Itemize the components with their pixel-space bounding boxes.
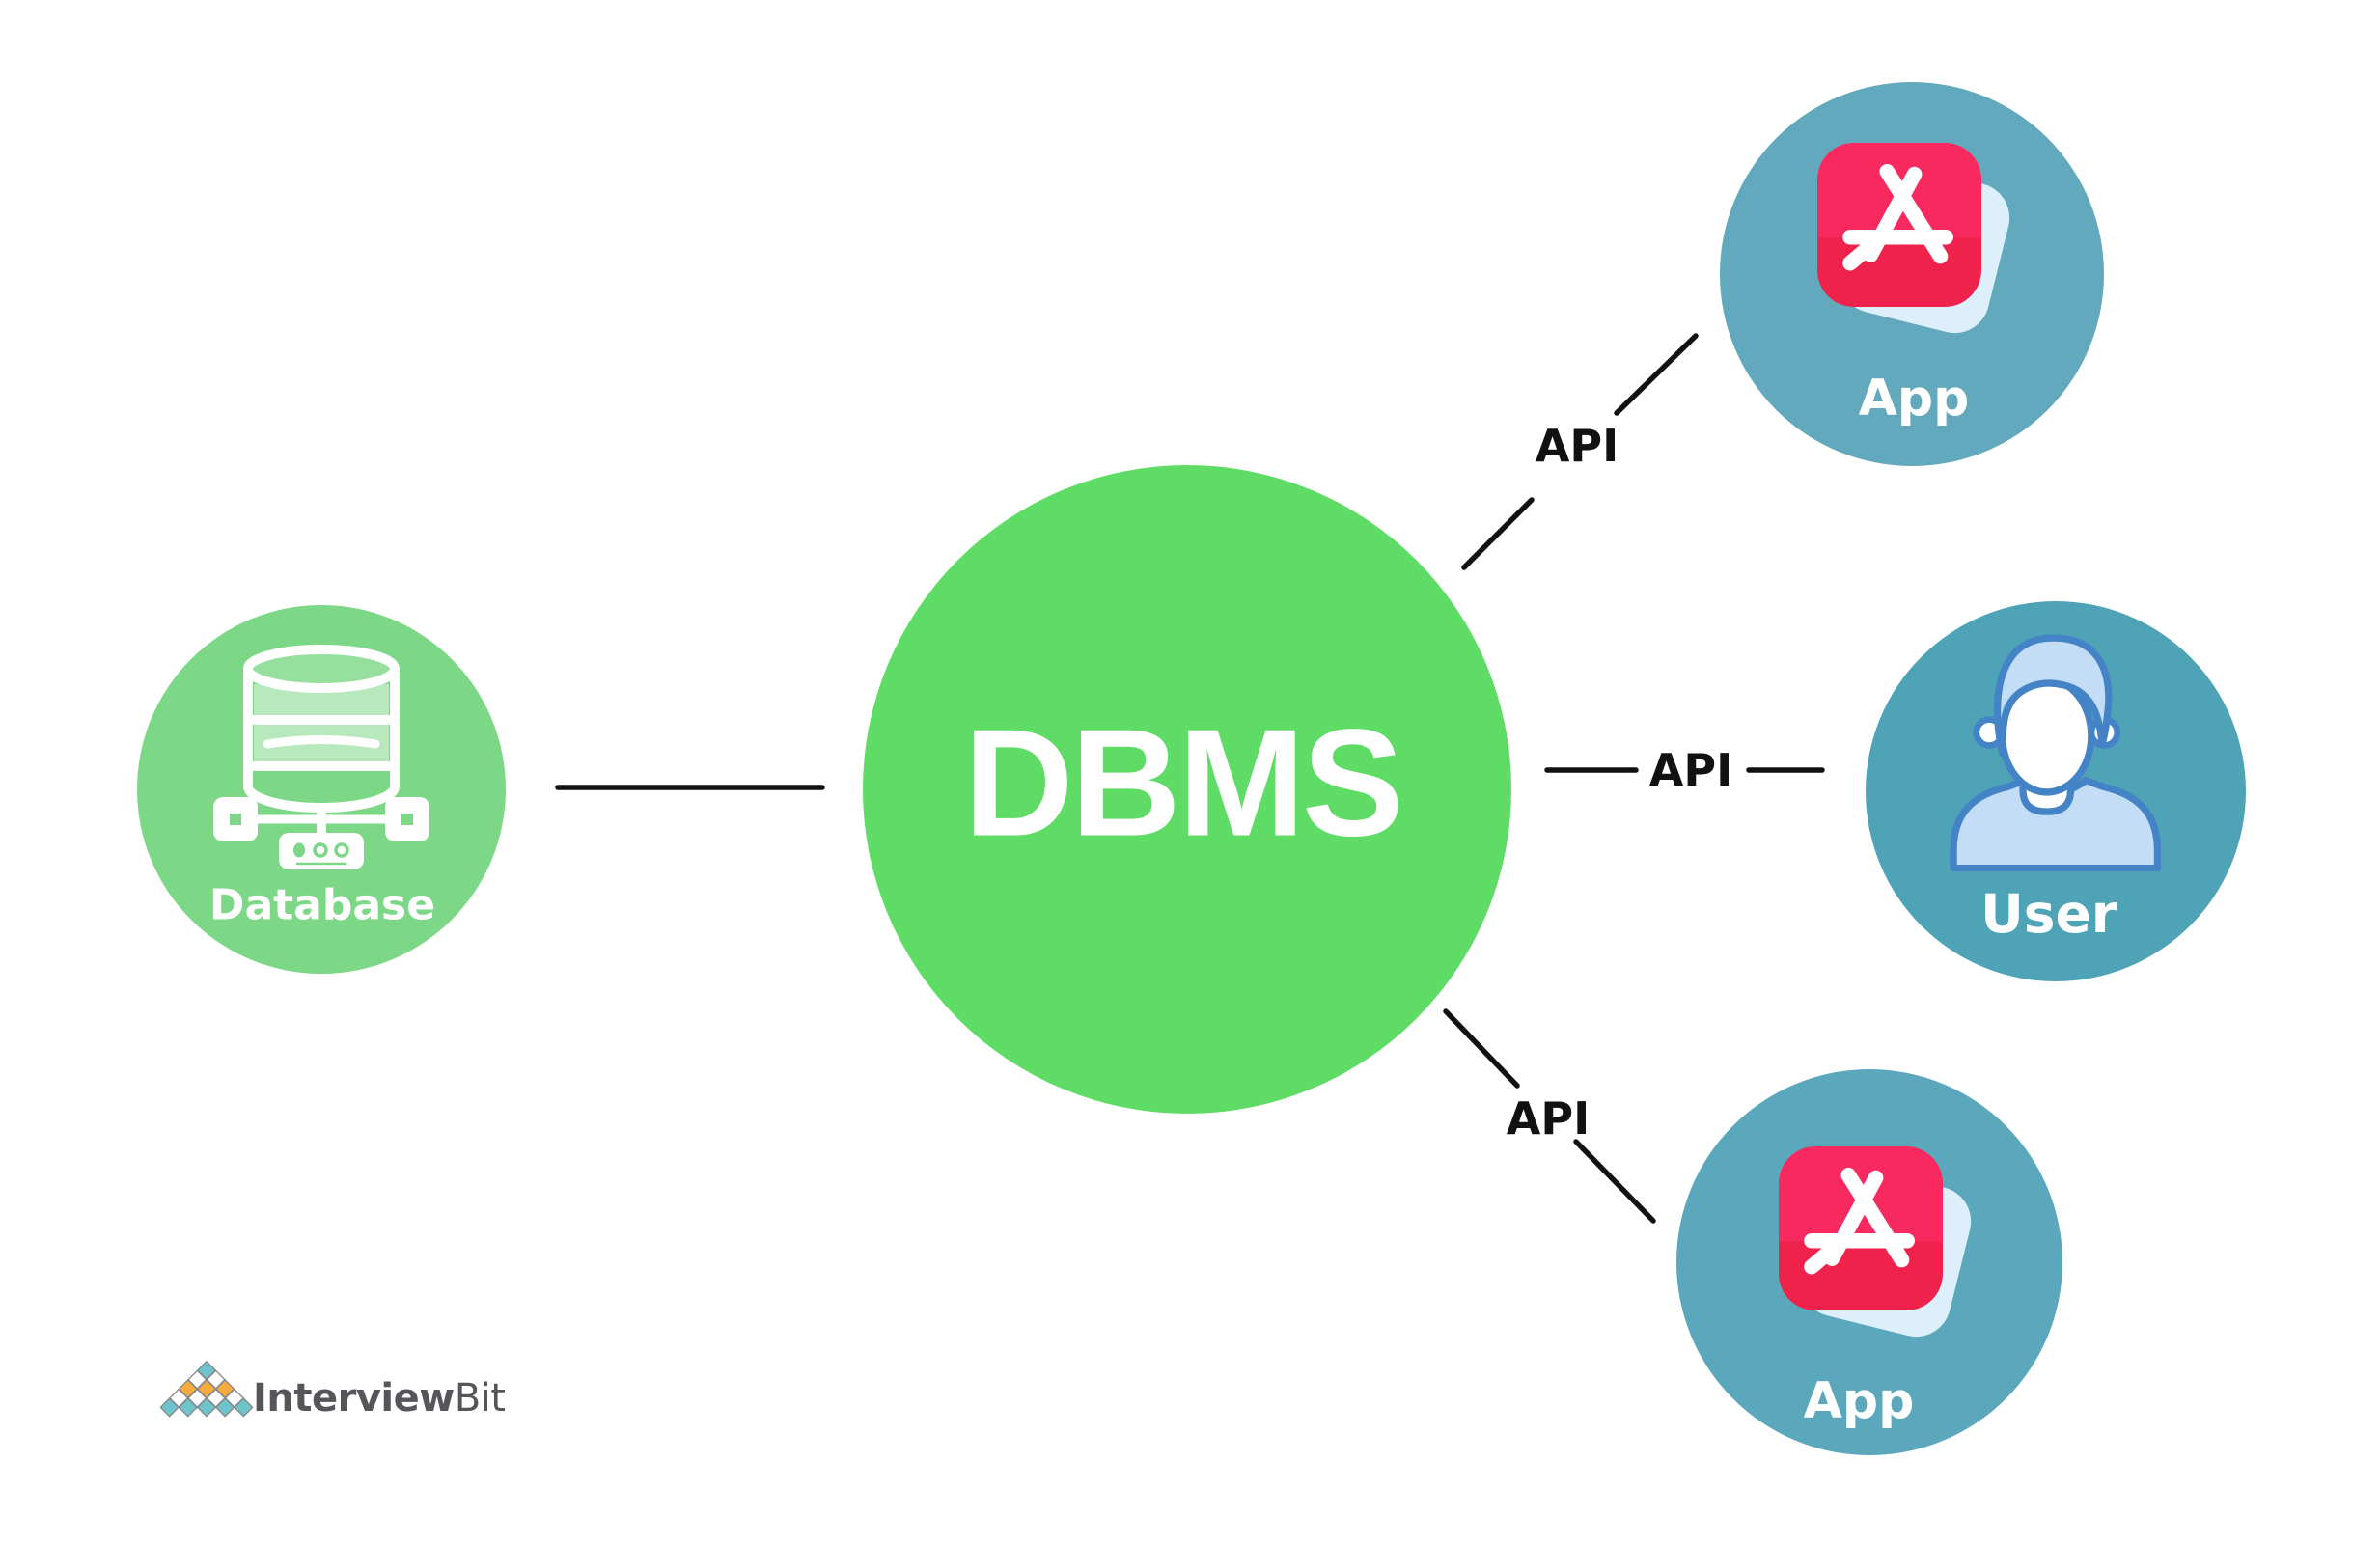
db-separator (250, 761, 393, 771)
dbms-label: DBMS (963, 698, 1403, 869)
database-node-circle (137, 605, 506, 974)
logo-text-bit: Bit (454, 1376, 506, 1421)
database-network-icon (213, 645, 429, 869)
app-store-icon (1817, 143, 2017, 341)
db-band (254, 684, 389, 715)
database-label: Database (208, 880, 436, 930)
dbms-node-circle (863, 465, 1511, 1114)
interviewbit-logo-pyramid (160, 1361, 253, 1418)
api-label-bottom: API (1506, 1092, 1591, 1145)
api-label-top: API (1535, 420, 1619, 472)
connector-dbms-app-bottom-lower (1573, 1139, 1656, 1224)
connector-dbms-app-top-upper (1614, 333, 1699, 416)
connector-dbms-app-bottom-upper (1443, 1008, 1520, 1089)
logo-text-interview: Interview (253, 1376, 455, 1421)
app-store-badge (1817, 143, 1981, 307)
api-label-middle: API (1648, 744, 1733, 796)
interviewbit-logo-text: InterviewBit (253, 1376, 506, 1421)
app-store-icon (1779, 1146, 1979, 1344)
user-label: User (1980, 883, 2117, 945)
connector-dbms-app-top-lower (1461, 497, 1535, 570)
person-icon (1950, 634, 2162, 871)
app-top-label: App (1858, 370, 1970, 428)
app-bottom-label: App (1803, 1372, 1915, 1430)
db-node-hub (279, 833, 364, 869)
db-separator (250, 715, 393, 725)
app-store-badge (1779, 1146, 1943, 1310)
